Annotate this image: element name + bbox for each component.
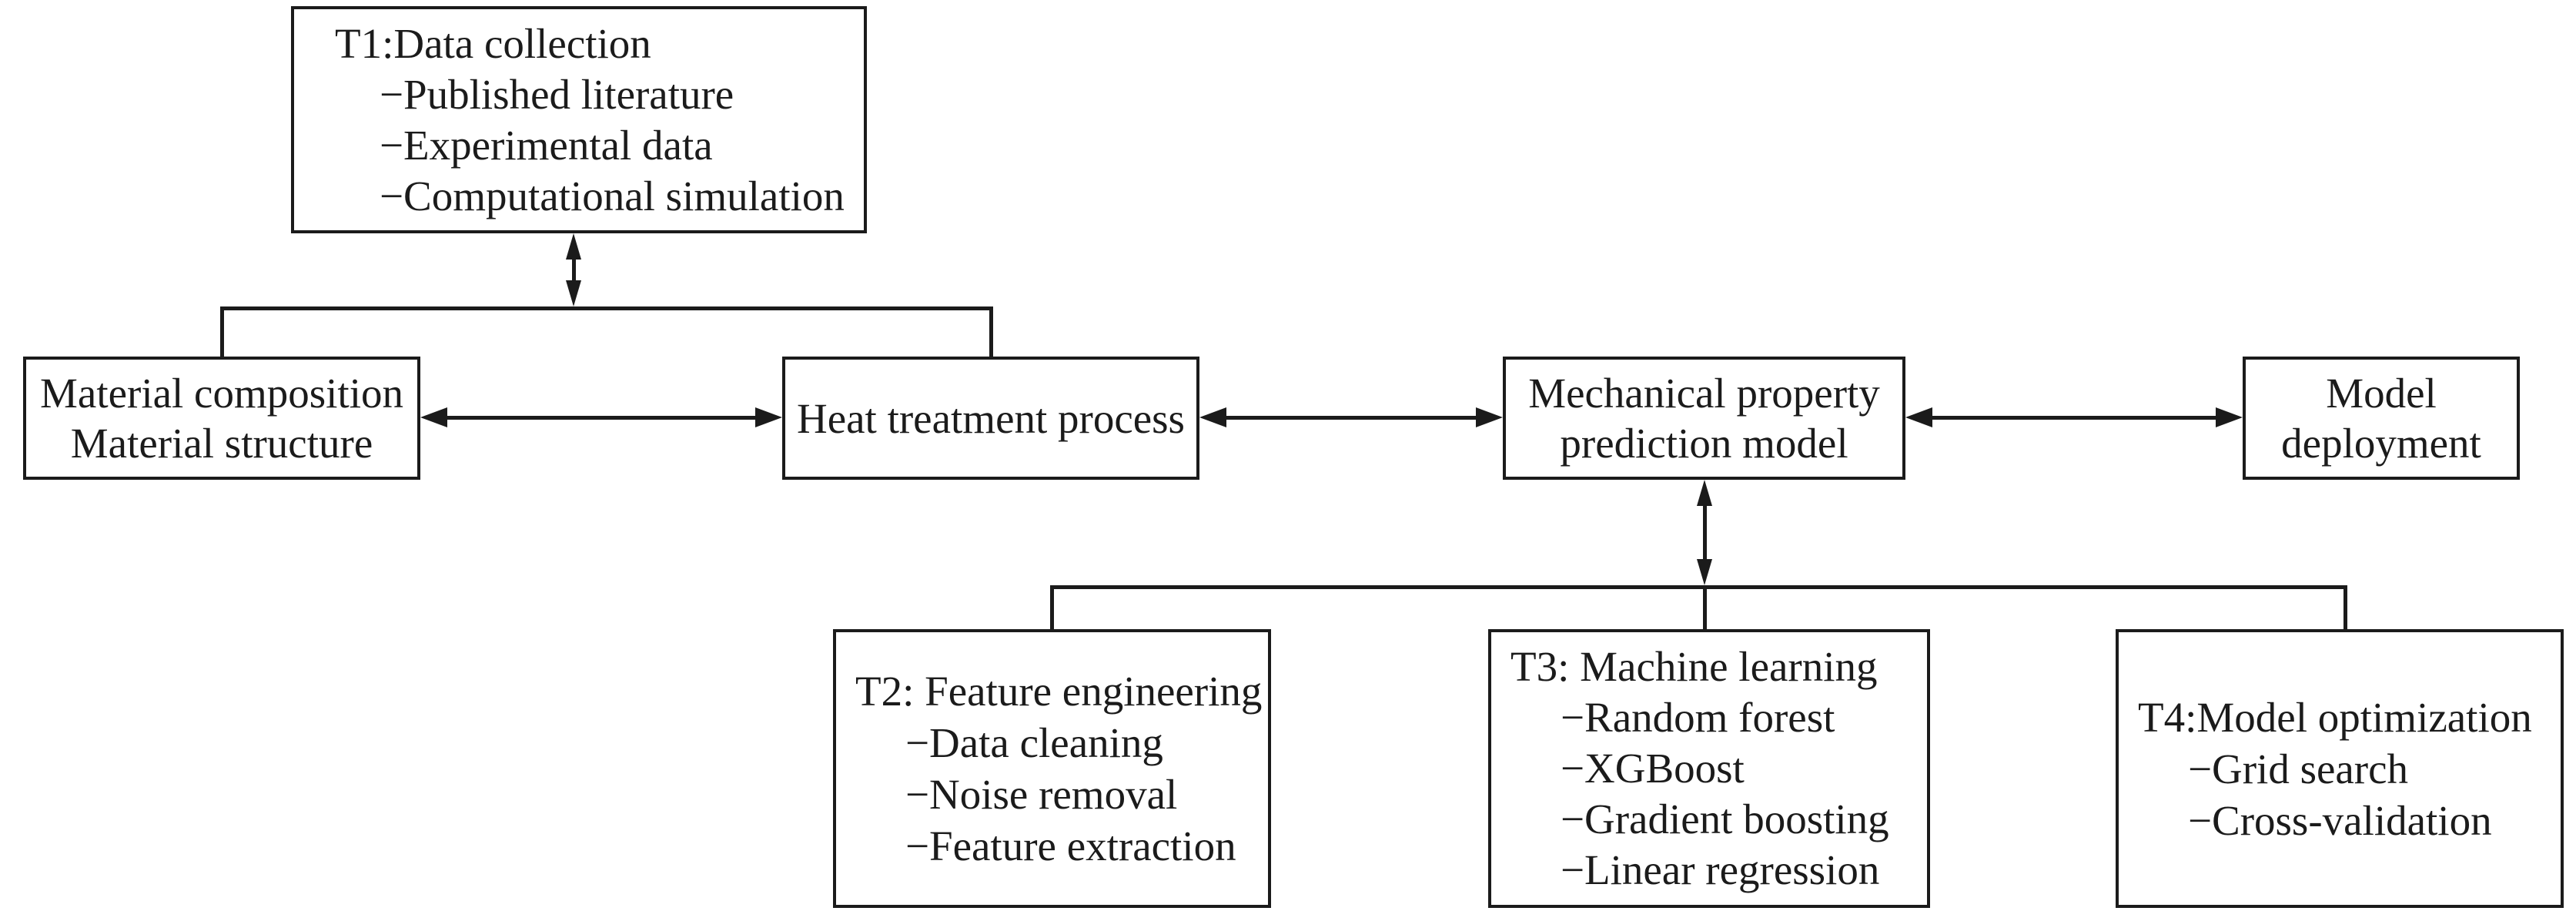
connector-drop-t4	[2343, 585, 2347, 631]
connector-drop-t3	[1703, 585, 1707, 631]
box-t1-data-collection: T1:Data collection −Published literature…	[291, 6, 867, 233]
t2-title: T2: Feature engineering	[855, 668, 1263, 715]
t2-item-data-cleaning: −Data cleaning	[905, 719, 1163, 766]
t2-item-noise-removal: −Noise removal	[905, 771, 1178, 818]
connector-drop-material	[220, 306, 224, 357]
connector-branch-bottom	[1050, 585, 2347, 589]
material-line-1: Material composition	[40, 370, 403, 417]
t1-item-published-literature: −Published literature	[380, 70, 734, 118]
double-arrow-heat-mech	[1199, 407, 1503, 427]
box-mechanical-property-prediction-model: Mechanical property prediction model	[1503, 357, 1905, 480]
t3-item-xgboost: −XGBoost	[1561, 745, 1745, 792]
box-t4-model-optimization: T4:Model optimization −Grid search −Cros…	[2116, 629, 2564, 908]
t4-title: T4:Model optimization	[2138, 693, 2532, 741]
connector-drop-heat	[989, 306, 993, 357]
double-arrow-t1-row	[566, 233, 581, 306]
box-t3-machine-learning: T3: Machine learning −Random forest −XGB…	[1488, 629, 1930, 908]
t3-item-gradient-boosting: −Gradient boosting	[1561, 795, 1889, 842]
t1-item-experimental-data: −Experimental data	[380, 121, 713, 169]
t4-item-grid-search: −Grid search	[2188, 745, 2409, 792]
mech-line-1: Mechanical property	[1528, 370, 1880, 417]
t1-item-computational-simulation: −Computational simulation	[380, 172, 845, 219]
box-model-deployment: Model deployment	[2243, 357, 2520, 480]
material-line-2: Material structure	[70, 420, 373, 467]
deploy-line-2: deployment	[2281, 420, 2481, 467]
double-arrow-material-heat	[420, 407, 782, 427]
t1-title: T1:Data collection	[335, 19, 651, 67]
box-material-composition-structure: Material composition Material structure	[23, 357, 420, 480]
heat-line-1: Heat treatment process	[797, 394, 1185, 442]
double-arrow-mech-tasks	[1697, 480, 1712, 585]
connector-drop-t2	[1050, 585, 1054, 631]
t3-item-random-forest: −Random forest	[1561, 694, 1835, 741]
t3-title: T3: Machine learning	[1510, 643, 1878, 690]
mech-line-2: prediction model	[1560, 420, 1848, 467]
box-heat-treatment-process: Heat treatment process	[782, 357, 1199, 480]
t3-item-linear-regression: −Linear regression	[1561, 846, 1880, 893]
box-t2-feature-engineering: T2: Feature engineering −Data cleaning −…	[833, 629, 1271, 908]
t2-item-feature-extraction: −Feature extraction	[905, 822, 1236, 869]
t4-item-cross-validation: −Cross-validation	[2188, 796, 2492, 844]
deploy-line-1: Model	[2326, 370, 2437, 417]
double-arrow-mech-deploy	[1905, 407, 2243, 427]
connector-branch-top	[220, 306, 993, 310]
